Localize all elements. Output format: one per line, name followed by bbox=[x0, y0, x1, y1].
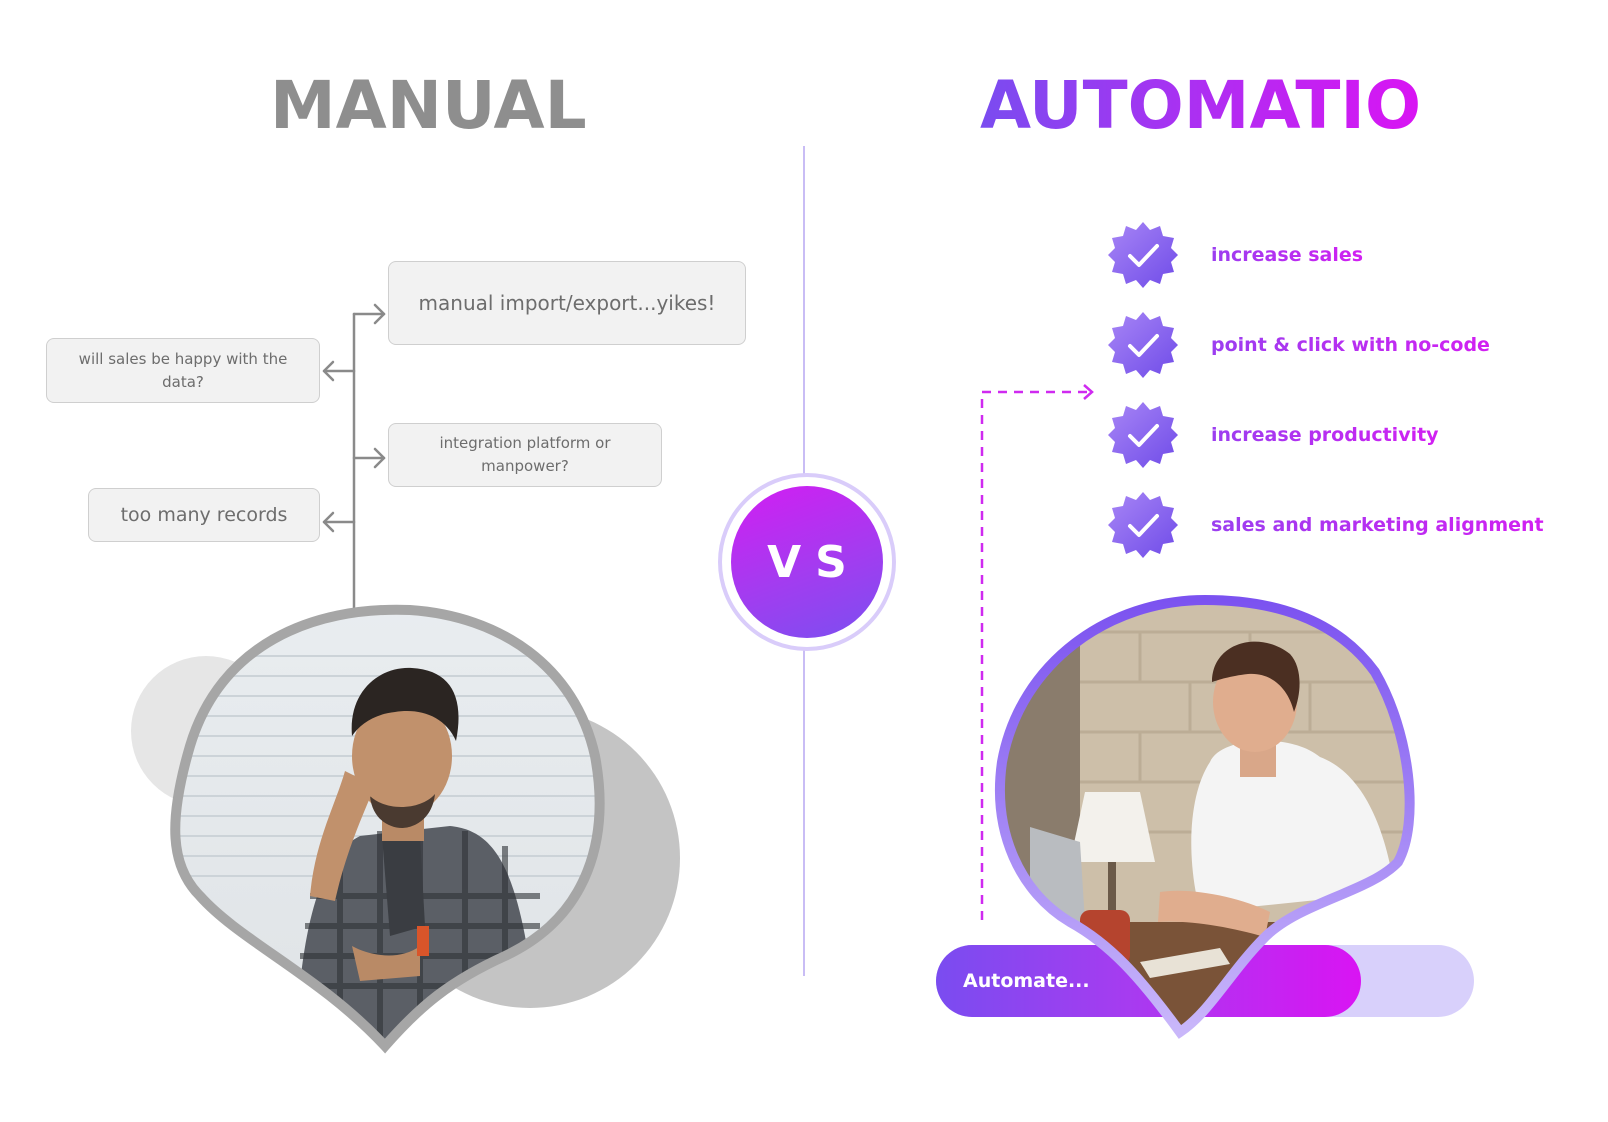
manual-title: MANUAL bbox=[270, 67, 587, 144]
check-badge-icon bbox=[1108, 490, 1178, 560]
check-badge-icon bbox=[1108, 220, 1178, 290]
vs-badge: VS bbox=[731, 486, 883, 638]
dashed-arrow-icon bbox=[980, 384, 1094, 920]
bubble-sales-happy: will sales be happy with the data? bbox=[46, 338, 320, 403]
arrow-right-icon bbox=[373, 303, 386, 325]
check-badge-icon bbox=[1108, 400, 1178, 470]
arrow-left-icon bbox=[322, 360, 335, 382]
bubble-manual-import: manual import/export...yikes! bbox=[388, 261, 746, 345]
benefit-increase-sales: increase sales bbox=[1211, 241, 1363, 269]
automation-title: AUTOMATION bbox=[980, 67, 1477, 144]
automate-progress-label: Automate... bbox=[963, 970, 1090, 992]
benefit-sales-marketing-alignment: sales and marketing alignment bbox=[1211, 511, 1544, 539]
check-badge-icon bbox=[1108, 310, 1178, 380]
bubble-too-many-records: too many records bbox=[88, 488, 320, 542]
arrow-left-icon bbox=[322, 511, 335, 533]
benefit-increase-productivity: increase productivity bbox=[1211, 421, 1439, 449]
bubble-integration-platform: integration platform or manpower? bbox=[388, 423, 662, 487]
smiling-man-laptop-photo bbox=[994, 594, 1415, 1039]
stressed-man-photo bbox=[131, 604, 680, 1054]
benefit-no-code: point & click with no-code bbox=[1211, 331, 1490, 359]
arrow-right-icon bbox=[373, 447, 386, 469]
